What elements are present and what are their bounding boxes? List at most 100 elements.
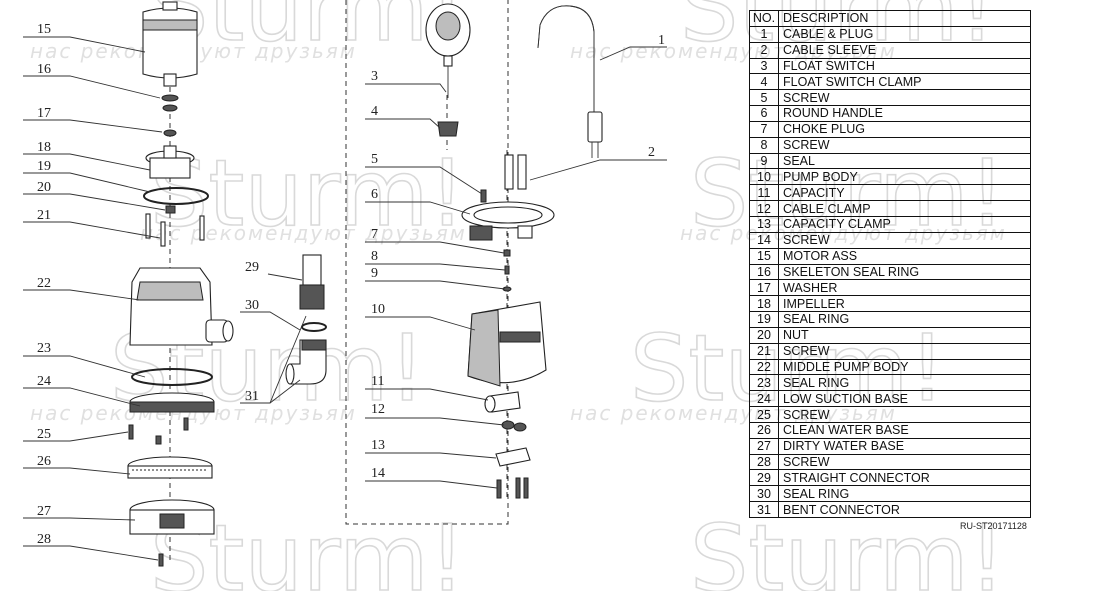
callout-11: 11: [371, 374, 384, 389]
part-description-cell: WASHER: [778, 279, 1031, 297]
callout-13: 13: [371, 438, 385, 453]
callout-26: 26: [37, 454, 51, 469]
seal-ring-19: [143, 187, 209, 205]
part-description-cell: SCREW: [778, 231, 1031, 249]
part-description-cell: SEAL RING: [778, 374, 1031, 392]
part-description-cell: CABLE CLAMP: [778, 200, 1031, 217]
part-description-cell: SCREW: [778, 136, 1031, 154]
part-description-cell: SCREW: [778, 342, 1031, 360]
callout-30: 30: [245, 298, 259, 313]
part-description-cell: SEAL RING: [778, 485, 1031, 503]
callout-15: 15: [37, 22, 51, 37]
part-description-cell: MOTOR ASS: [778, 247, 1031, 265]
callout-12: 12: [371, 402, 385, 417]
part-number-cell: 18: [749, 295, 779, 313]
callout-14: 14: [371, 466, 385, 481]
callout-6: 6: [371, 187, 378, 202]
part-description-cell: LOW SUCTION BASE: [778, 390, 1031, 408]
part-description-cell: BENT CONNECTOR: [778, 501, 1031, 518]
part-number-cell: 19: [749, 311, 779, 328]
part-number-cell: 15: [749, 247, 779, 265]
part-number-cell: 24: [749, 390, 779, 408]
straight-connector: [299, 254, 325, 310]
part-number-cell: 21: [749, 342, 779, 360]
callout-2: 2: [648, 145, 655, 160]
callout-23: 23: [37, 341, 51, 356]
motor-assembly: [142, 1, 198, 87]
dashed-frame: [345, 0, 509, 525]
skeleton-seal-ring: [161, 94, 179, 102]
cable-sleeves: [504, 154, 527, 190]
part-description-cell: SCREW: [778, 89, 1031, 107]
part-number-cell: 2: [749, 41, 779, 59]
part-description-cell: CHOKE PLUG: [778, 120, 1031, 138]
part-number-cell: 7: [749, 120, 779, 138]
seal-ring-small: [162, 104, 178, 112]
part-description-cell: CABLE & PLUG: [778, 25, 1031, 43]
cable-and-plug: [537, 5, 603, 158]
part-number-cell: 30: [749, 485, 779, 503]
table-header-row: NO. DESCRIPTION: [749, 10, 1031, 27]
part-number-cell: 12: [749, 200, 779, 217]
cable-clamp: [501, 420, 527, 432]
bent-connector: [285, 339, 327, 385]
callout-24: 24: [37, 374, 51, 389]
part-description-cell: CABLE SLEEVE: [778, 41, 1031, 59]
watermark-slogan: нас рекомендуют друзьям: [140, 221, 467, 245]
part-description-cell: PUMP BODY: [778, 168, 1031, 186]
column-header-no: NO.: [749, 10, 779, 27]
part-number-cell: 9: [749, 152, 779, 170]
part-number-cell: 10: [749, 168, 779, 186]
part-number-cell: 11: [749, 184, 779, 202]
float-switch: [425, 3, 471, 98]
washer: [163, 129, 177, 137]
callout-28: 28: [37, 532, 51, 547]
part-number-cell: 4: [749, 73, 779, 91]
callout-7: 7: [371, 227, 378, 242]
leader-lines: [23, 36, 667, 561]
capacity-clamp: [495, 447, 531, 467]
screw-8: [504, 265, 510, 275]
callout-5: 5: [371, 152, 378, 167]
part-number-cell: 1: [749, 25, 779, 43]
callout-19: 19: [37, 159, 51, 174]
callout-18: 18: [37, 140, 51, 155]
callout-1: 1: [658, 33, 665, 48]
callout-25: 25: [37, 427, 51, 442]
screw-28: [158, 553, 164, 567]
screws-25: [128, 417, 189, 445]
callout-22: 22: [37, 276, 51, 291]
callout-20: 20: [37, 180, 51, 195]
part-number-cell: 31: [749, 501, 779, 518]
part-number-cell: 23: [749, 374, 779, 392]
callout-31: 31: [245, 389, 259, 404]
seal-ring-23: [131, 368, 213, 386]
callout-21: 21: [37, 208, 51, 223]
callout-17: 17: [37, 106, 51, 121]
screws-14: [496, 477, 529, 499]
part-number-cell: 5: [749, 89, 779, 107]
callout-4: 4: [371, 104, 378, 119]
